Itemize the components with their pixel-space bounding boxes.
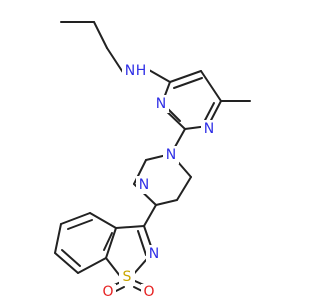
- sulfur-label-background: [119, 268, 135, 286]
- oxygen-right-label: O: [143, 284, 154, 300]
- molecule-structure-diagram: N H N N N N N S O O: [54, 21, 251, 300]
- bond-c3a-c3: [115, 225, 145, 229]
- nh-nitrogen-label: N: [125, 63, 135, 79]
- pyrimidine-n-top-label: N: [156, 96, 166, 112]
- bond-benzene-e: [77, 257, 107, 274]
- bond-pyrimidine-c5-c6: [200, 70, 222, 102]
- bond-piperazine-c: [155, 199, 178, 206]
- bond-piperazine-b: [176, 176, 192, 201]
- oxygen-left-label-background: [100, 284, 116, 300]
- piperazine-n-bottom-label: N: [139, 177, 149, 193]
- sulfur-label: S: [123, 269, 132, 285]
- bond-c3-n2-double: [137, 230, 147, 256]
- bond-pyrimidine-c4-c5-double: [173, 77, 203, 89]
- bond-nh-pyrimidine: [148, 69, 171, 83]
- piperazine-n-top-label: N: [166, 147, 176, 163]
- isothiazole-n-label-background: [146, 245, 162, 263]
- oxygen-right-label-background: [141, 284, 157, 300]
- bond-piperazine-isothiazole: [143, 204, 157, 227]
- nh-label-background: [122, 60, 150, 82]
- piperazine-n-top-label-background: [163, 146, 179, 164]
- bond-benzene-b-double: [67, 219, 93, 230]
- bond-benzene-d: [54, 252, 79, 274]
- bond-benzene-a: [89, 212, 117, 229]
- bond-pyrimidine-c4-c5: [169, 70, 202, 83]
- pyrimidine-n-right-label: N: [204, 121, 214, 137]
- bond-c7a-c3a: [105, 227, 117, 259]
- bond-benzene-b: [60, 212, 91, 225]
- oxygen-left-label: O: [102, 284, 113, 300]
- bond-s1-c7a: [105, 257, 121, 277]
- pyrimidine-n-right-label-background: [201, 120, 217, 138]
- bond-benzene-e-double: [103, 232, 113, 251]
- nh-hydrogen-label: H: [136, 63, 147, 79]
- isothiazole-n-label: N: [149, 246, 159, 262]
- bond-nh-carbon: [106, 47, 125, 75]
- bond-ethyl-ch2: [93, 21, 108, 49]
- piperazine-n-bottom-label-background: [136, 176, 152, 194]
- bond-benzene-d-double: [61, 249, 81, 267]
- molecule-canvas: N H N N N N N S O O: [54, 21, 251, 300]
- pyrimidine-n-top-label-background: [153, 95, 169, 113]
- bond-benzene-c: [54, 223, 62, 254]
